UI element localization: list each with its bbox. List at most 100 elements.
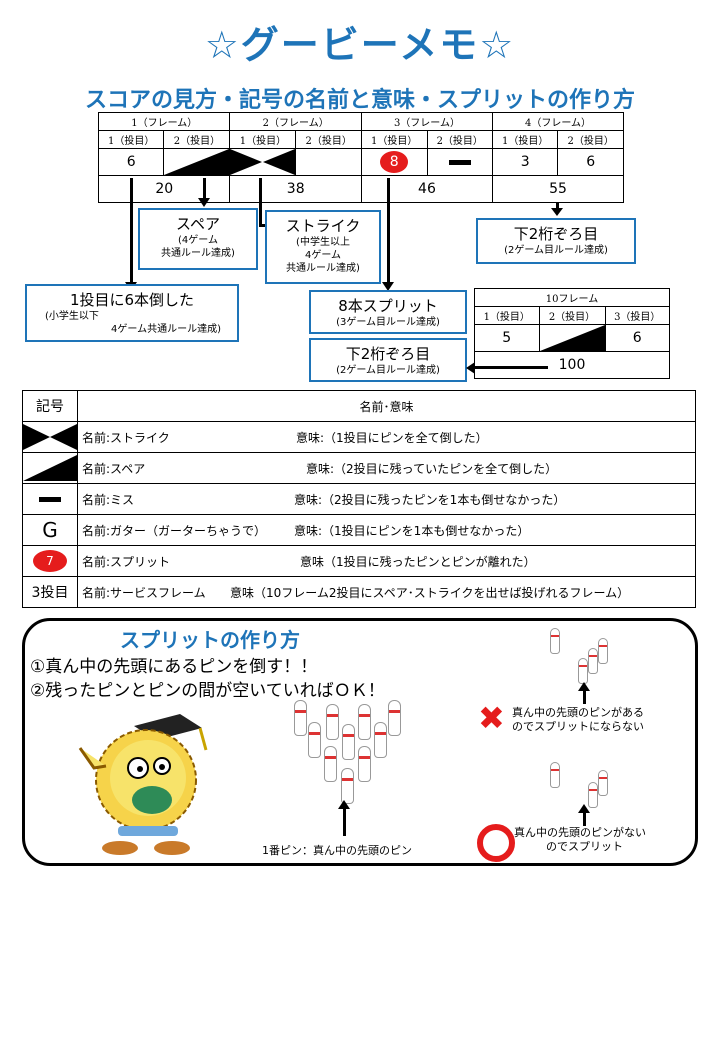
service-frame-symbol: 3投目	[22, 576, 78, 608]
pin-icon	[578, 658, 588, 684]
frame-1-total: 20	[97, 175, 231, 203]
callout-title: 1投目に6本倒した	[69, 291, 195, 309]
pin-icon	[294, 700, 307, 736]
throw-label: 2（投目）	[295, 130, 362, 149]
page-subtitle: スコアの見方・記号の名前と意味・スプリットの作り方	[84, 88, 635, 113]
legend-row: 名前:スペア意味:（2投目に残っていたピンを全て倒した）	[22, 452, 696, 484]
callout-title: 下2桁ぞろ目	[345, 345, 431, 363]
strike-symbol-icon	[22, 421, 78, 453]
connector-line	[203, 178, 206, 200]
pin-icon	[588, 648, 598, 674]
throw-label: 1（投目）	[491, 130, 559, 149]
pin-icon	[550, 762, 560, 788]
throw-label: 1（投目）	[360, 130, 428, 149]
pin-icon	[341, 768, 354, 804]
legend-text: 名前:ガター（ガーターちゃうで）意味:（1投目にピンを1本も倒せなかった）	[77, 514, 696, 546]
pin-icon	[324, 746, 337, 782]
pin-icon	[326, 704, 339, 740]
legend-meaning: 意味:（1投目にピンを全て倒した）	[296, 430, 488, 445]
split-step-2: ②残ったピンとピンの間が空いていればＯＫ！	[30, 681, 385, 701]
callout-split-8: 8本スプリット (3ゲーム目ルール達成)	[309, 290, 467, 334]
callout-double-digit-frame10: 下2桁ぞろ目 (2ゲーム目ルール達成)	[309, 338, 467, 382]
legend-row: 名前:ミス意味:（2投目に残ったピンを1本も倒せなかった）	[22, 483, 696, 515]
frame-3-throw-1: 8	[360, 148, 428, 176]
page-title: ☆グービーメモ☆	[204, 23, 516, 67]
score-sheet: 1（フレーム） 2（フレーム） 3（フレーム） 4（フレーム） 1（投目） 2（…	[97, 112, 624, 203]
strike-symbol-icon	[230, 149, 296, 175]
miss-mark	[426, 148, 493, 176]
pin-formation	[284, 700, 414, 810]
frame-2-header: 2（フレーム）	[229, 112, 362, 131]
frame-3-total: 46	[360, 175, 494, 203]
ok-text-2: のでスプリット	[546, 840, 623, 853]
ng-text-2: のでスプリットにならない	[512, 720, 644, 733]
legend-text: 名前:サービスフレーム意味（10フレーム2投目にスペア･ストライクを出せば投げれ…	[77, 576, 696, 608]
frame-4-throw-2: 6	[557, 148, 624, 176]
split-panel	[22, 618, 698, 866]
legend-meaning: 意味:（2投目に残ったピンを1本も倒せなかった）	[294, 492, 566, 507]
throw-label: 1（投目）	[229, 130, 297, 149]
throw-label: 2（投目）	[557, 130, 624, 149]
callout-note: (3ゲーム目ルール達成)	[336, 317, 440, 328]
legend-head-symbol: 記号	[22, 390, 78, 422]
mascot-lion-illustration	[78, 714, 208, 855]
frame-2-total: 38	[229, 175, 362, 203]
split-step-1: ①真ん中の先頭にあるピンを倒す！！	[30, 657, 318, 677]
frame-4-throw-1: 3	[491, 148, 559, 176]
arrow-up-icon	[578, 682, 590, 704]
tenth-frame-header: 10フレーム	[474, 288, 670, 307]
split-circle-icon: 8	[380, 151, 409, 173]
legend-text: 名前:ストライク意味:（1投目にピンを全て倒した）	[77, 421, 696, 453]
tenth-throw-3: 6	[604, 324, 670, 352]
legend-head-meaning: 名前･意味	[77, 390, 696, 422]
legend-row: 3投目 名前:サービスフレーム意味（10フレーム2投目にスペア･ストライクを出せ…	[22, 576, 696, 608]
connector-line	[130, 178, 133, 286]
cross-mark-icon: ✖	[478, 699, 505, 737]
frame-1-throw-1: 6	[97, 148, 165, 176]
arrow-up-icon	[578, 804, 590, 826]
legend-name: 名前:スプリット	[82, 554, 171, 569]
callout-note: (2ゲーム目ルール達成)	[504, 245, 608, 256]
spare-mark	[163, 148, 231, 176]
pin-icon	[388, 700, 401, 736]
legend-row: 7 名前:スプリット 意味（1投目に残ったピンとピンが離れた）	[22, 545, 696, 577]
pin-icon	[550, 628, 560, 654]
frame-3-header: 3（フレーム）	[360, 112, 494, 131]
spare-symbol-icon	[539, 325, 605, 351]
miss-symbol-icon	[22, 483, 78, 515]
legend-row: 名前:ストライク意味:（1投目にピンを全て倒した）	[22, 421, 696, 453]
legend-meaning: 意味:（2投目に残っていたピンを全て倒した）	[306, 461, 558, 476]
arrow-head-icon	[198, 198, 210, 207]
arrow-head-icon	[382, 282, 394, 291]
tenth-frame: 10フレーム 1（投目） 2（投目） 3（投目） 5 6 100	[474, 288, 670, 379]
connector-line	[259, 178, 262, 226]
pin-icon	[358, 746, 371, 782]
callout-note: 4ゲーム	[304, 250, 342, 261]
split-circle-icon: 7	[33, 550, 67, 572]
callout-title: スペア	[176, 215, 220, 233]
arrow-head-icon	[551, 208, 563, 216]
callout-note: 共通ルール達成)	[286, 263, 360, 274]
callout-title: 下2桁ぞろ目	[513, 225, 599, 243]
spare-mark	[538, 324, 606, 352]
throw-label: 2（投目）	[163, 130, 231, 149]
callout-note: (小学生以下	[45, 311, 99, 322]
legend-text: 名前:スプリット 意味（1投目に残ったピンとピンが離れた）	[77, 545, 696, 577]
ng-pins	[540, 628, 610, 688]
callout-spare: スペア (4ゲーム 共通ルール達成)	[138, 208, 258, 270]
legend-text: 名前:スペア意味:（2投目に残っていたピンを全て倒した）	[77, 452, 696, 484]
connector-line	[387, 178, 390, 284]
callout-note: (中学生以上	[296, 237, 350, 248]
miss-symbol-icon	[448, 159, 471, 165]
legend-meaning: 意味（1投目に残ったピンとピンが離れた）	[300, 554, 536, 569]
gutter-symbol: G	[22, 514, 78, 546]
split-symbol: 7	[22, 545, 78, 577]
pin-icon	[598, 770, 608, 796]
legend-meaning: 意味:（1投目にピンを1本も倒せなかった）	[294, 523, 530, 538]
strike-mark	[229, 148, 297, 176]
split-heading: スプリットの作り方	[120, 628, 300, 652]
throw-label: 2（投目）	[538, 306, 606, 325]
tenth-throw-1: 5	[474, 324, 540, 352]
legend-row: G 名前:ガター（ガーターちゃうで）意味:（1投目にピンを1本も倒せなかった）	[22, 514, 696, 546]
legend-meaning: 意味（10フレーム2投目にスペア･ストライクを出せば投げれるフレーム）	[230, 585, 630, 600]
